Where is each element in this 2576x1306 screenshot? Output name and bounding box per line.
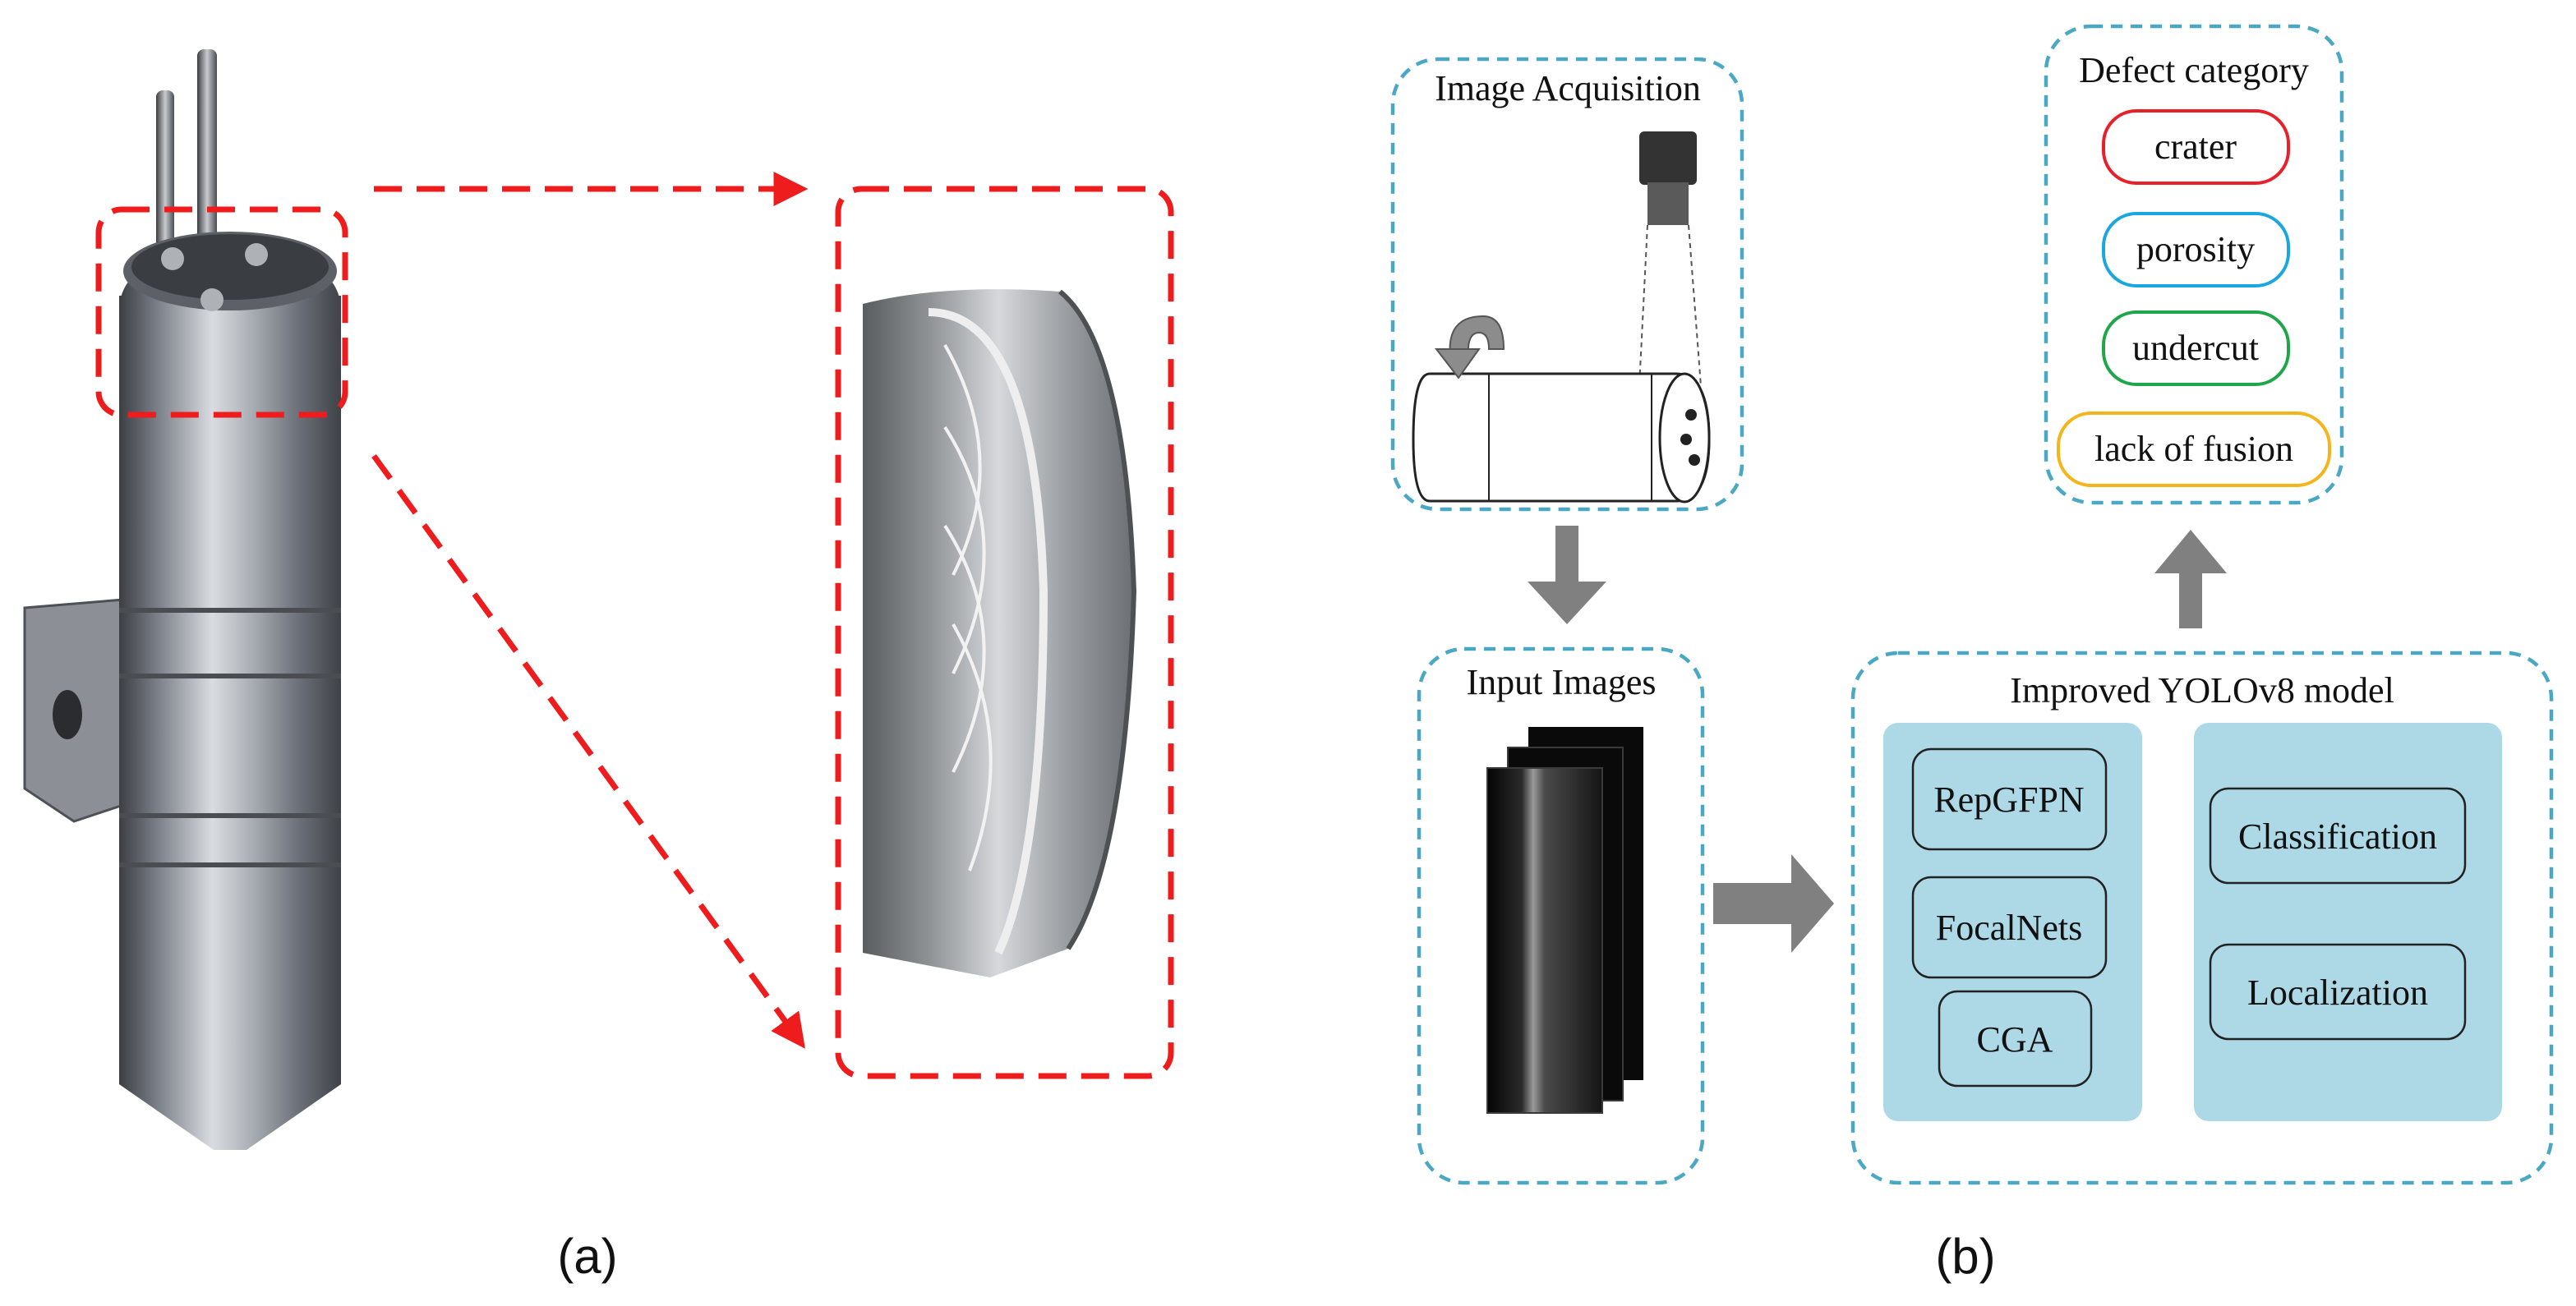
defect-undercut <box>2102 310 2290 386</box>
image-stack-icon <box>1486 727 1643 1114</box>
image-acquisition-box: Image Acquisition <box>1390 57 1744 512</box>
flow-arrow-down <box>1528 526 1606 624</box>
cylinder-sketch-icon <box>1412 372 1711 504</box>
caption-a: (a) <box>557 1229 617 1284</box>
head-localization-label: Localization <box>2247 973 2428 1013</box>
defect-porosity-label: porosity <box>2136 229 2255 269</box>
defect-crater <box>2102 109 2290 185</box>
camera-icon <box>1638 131 1702 387</box>
module-repgfpn <box>1911 747 2108 851</box>
model-box: Improved YOLOv8 model RepGFPN FocalNets … <box>1850 651 2554 1185</box>
flow-arrow-right <box>1713 854 1834 953</box>
image-acquisition-title: Image Acquisition <box>1435 68 1701 108</box>
rotation-arrow-icon <box>1434 315 1505 379</box>
head-classification-label: Classification <box>2238 816 2437 857</box>
defect-porosity <box>2102 212 2290 287</box>
defect-category-box: Defect category crater porosity undercut… <box>2044 24 2344 505</box>
flow-arrow-up <box>2154 530 2227 628</box>
weld-closeup-image <box>863 289 1137 978</box>
model-title: Improved YOLOv8 model <box>2010 670 2394 710</box>
defect-lack-of-fusion-label: lack of fusion <box>2094 429 2293 469</box>
module-focalnets-label: FocalNets <box>1936 908 2082 948</box>
module-repgfpn-label: RepGFPN <box>1933 779 2084 820</box>
caption-b: (b) <box>1935 1229 1995 1284</box>
filter-drier-image <box>23 49 341 1150</box>
heads-panel <box>2194 723 2502 1121</box>
input-images-title: Input Images <box>1467 662 1657 702</box>
defect-lack-of-fusion <box>2057 412 2331 487</box>
panel-a: (a) <box>23 49 1174 1284</box>
zoom-box <box>835 186 1174 1079</box>
defect-category-title: Defect category <box>2079 50 2309 90</box>
head-localization <box>2209 943 2467 1041</box>
panel-b: Image Acquisition <box>1390 24 2554 1284</box>
zoom-arrow-bottom <box>371 453 805 1049</box>
head-classification <box>2209 787 2467 885</box>
defect-undercut-label: undercut <box>2132 328 2259 368</box>
selection-box <box>95 206 348 418</box>
defect-crater-label: crater <box>2154 126 2237 167</box>
module-focalnets <box>1911 876 2108 979</box>
module-cga-label: CGA <box>1977 1019 2053 1060</box>
modules-panel <box>1883 723 2142 1121</box>
input-images-box: Input Images <box>1417 646 1705 1185</box>
module-cga <box>1938 990 2093 1088</box>
